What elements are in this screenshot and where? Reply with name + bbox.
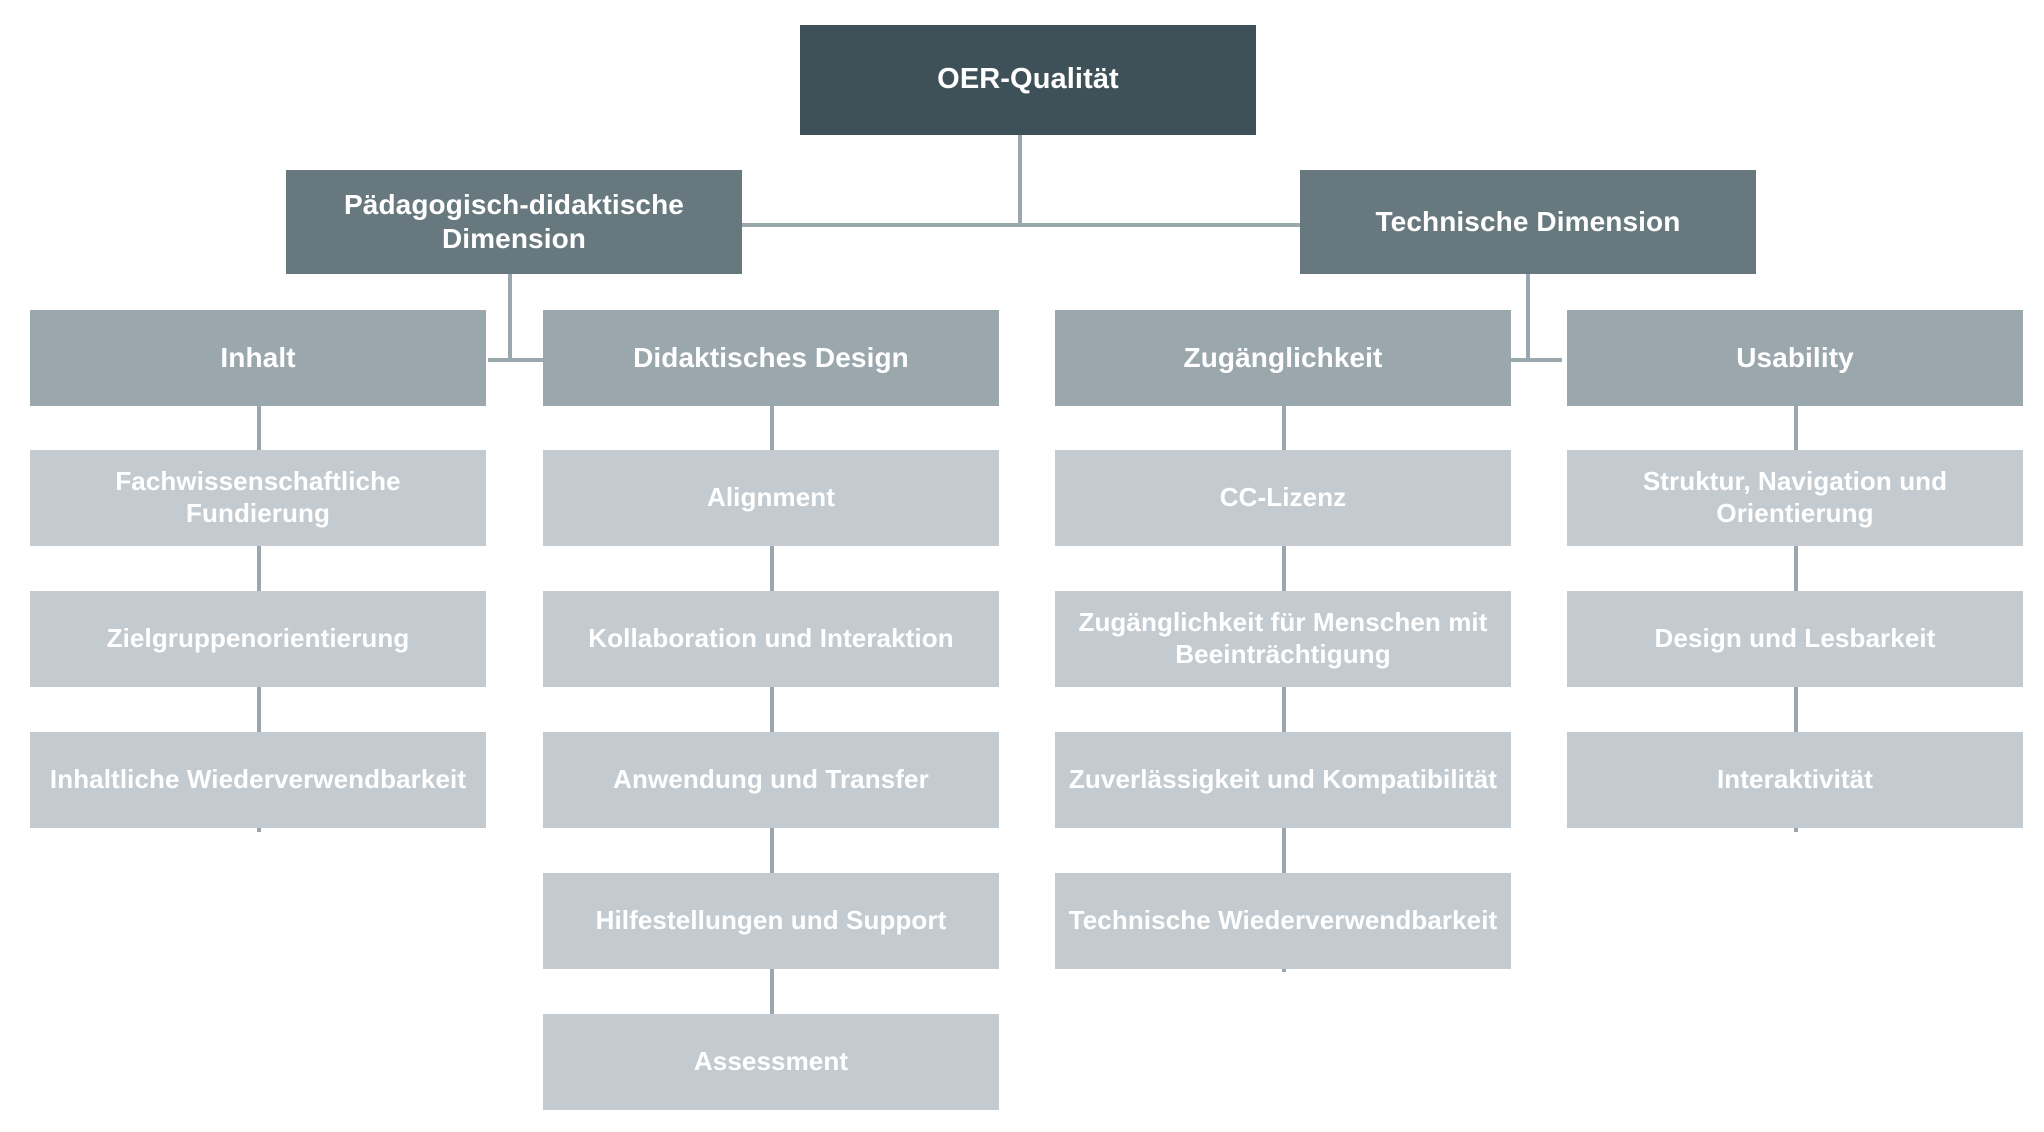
- node-design-und-lesbarkeit[interactable]: Design und Lesbarkeit: [1567, 591, 2023, 687]
- node-alignment[interactable]: Alignment: [543, 450, 999, 546]
- node-label: Design und Lesbarkeit: [1654, 623, 1936, 654]
- node-label: Struktur, Navigation und Orientierung: [1642, 466, 1948, 528]
- node-label: Fachwissenschaftliche Fundierung: [115, 466, 401, 528]
- node-zugaenglichkeit[interactable]: Zugänglichkeit: [1055, 310, 1511, 406]
- node-inhalt[interactable]: Inhalt: [30, 310, 486, 406]
- connector-pedagogic-down: [508, 273, 512, 362]
- node-label: Technische Wiederverwendbarkeit: [1068, 905, 1498, 936]
- node-zugaenglichkeit-fuer-menschen-mit-beeintraechtigung[interactable]: Zugänglichkeit für Menschen mit Beeinträ…: [1055, 591, 1511, 687]
- node-technische-dimension[interactable]: Technische Dimension: [1300, 170, 1756, 274]
- node-label: Inhaltliche Wiederverwendbarkeit: [49, 764, 467, 795]
- node-label: Zugänglichkeit: [1183, 341, 1383, 373]
- node-label: Zuverlässigkeit und Kompatibilität: [1068, 764, 1498, 795]
- node-zuverlaessigkeit-und-kompatibilitaet[interactable]: Zuverlässigkeit und Kompatibilität: [1055, 732, 1511, 828]
- connector-zugaenglichkeit-spine: [1282, 404, 1286, 972]
- node-label: Alignment: [706, 482, 835, 513]
- node-label: OER-Qualität: [937, 63, 1119, 96]
- node-hilfestellungen-und-support[interactable]: Hilfestellungen und Support: [543, 873, 999, 969]
- node-label: Interaktivität: [1716, 764, 1873, 795]
- node-label: Technische Dimension: [1375, 205, 1681, 237]
- node-cc-lizenz[interactable]: CC-Lizenz: [1055, 450, 1511, 546]
- node-label: Didaktisches Design: [633, 341, 909, 373]
- node-didaktisches-design[interactable]: Didaktisches Design: [543, 310, 999, 406]
- connector-dimension-spine: [740, 223, 1302, 227]
- connector-technical-categories: [1506, 358, 1562, 362]
- node-oer-qualitaet[interactable]: OER-Qualität: [800, 25, 1256, 135]
- connector-technical-down: [1526, 273, 1530, 362]
- node-label: Kollaboration und Interaktion: [588, 623, 954, 654]
- node-struktur-navigation-und-orientierung[interactable]: Struktur, Navigation und Orientierung: [1567, 450, 2023, 546]
- node-inhaltliche-wiederverwendbarkeit[interactable]: Inhaltliche Wiederverwendbarkeit: [30, 732, 486, 828]
- node-usability[interactable]: Usability: [1567, 310, 2023, 406]
- node-label: Pädagogisch-didaktische Dimension: [344, 188, 684, 254]
- node-paedagogisch-didaktische-dimension[interactable]: Pädagogisch-didaktische Dimension: [286, 170, 742, 274]
- node-fachwissenschaftliche-fundierung[interactable]: Fachwissenschaftliche Fundierung: [30, 450, 486, 546]
- node-zielgruppenorientierung[interactable]: Zielgruppenorientierung: [30, 591, 486, 687]
- node-kollaboration-und-interaktion[interactable]: Kollaboration und Interaktion: [543, 591, 999, 687]
- connector-pedagogic-categories: [488, 358, 544, 362]
- node-anwendung-und-transfer[interactable]: Anwendung und Transfer: [543, 732, 999, 828]
- connector-root-down: [1018, 135, 1022, 227]
- node-label: Anwendung und Transfer: [613, 764, 929, 795]
- node-label: Inhalt: [220, 341, 296, 373]
- node-interaktivitaet[interactable]: Interaktivität: [1567, 732, 2023, 828]
- node-label: CC-Lizenz: [1219, 482, 1347, 513]
- node-label: Zugänglichkeit für Menschen mit Beeinträ…: [1078, 607, 1488, 669]
- node-assessment[interactable]: Assessment: [543, 1014, 999, 1110]
- node-technische-wiederverwendbarkeit[interactable]: Technische Wiederverwendbarkeit: [1055, 873, 1511, 969]
- node-label: Assessment: [693, 1046, 849, 1077]
- node-label: Zielgruppenorientierung: [106, 623, 410, 654]
- node-label: Hilfestellungen und Support: [595, 905, 947, 936]
- node-label: Usability: [1736, 341, 1854, 373]
